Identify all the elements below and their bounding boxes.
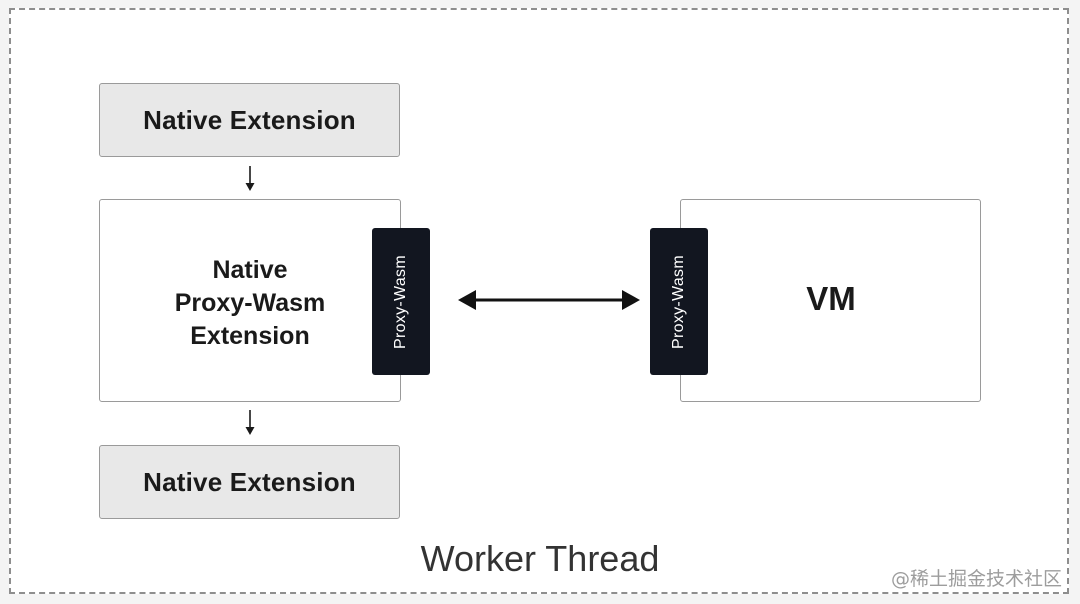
arrow-proxy-to-bottom <box>245 410 255 435</box>
native-extension-top-label: Native Extension <box>143 104 356 135</box>
vm-box: VM <box>680 199 981 402</box>
proxy-extension-line-1: Native <box>212 256 288 284</box>
native-proxy-wasm-extension-box: Native Proxy-Wasm Extension <box>99 199 401 402</box>
worker-thread-label: Worker Thread <box>420 538 660 579</box>
watermark-text: @稀土掘金技术社区 <box>890 568 1062 590</box>
proxy-extension-line-2: Proxy-Wasm <box>174 289 326 317</box>
proxy-wasm-interface-left: Proxy-Wasm <box>372 228 430 375</box>
arrow-top-to-proxy <box>245 166 255 191</box>
native-extension-bottom-box: Native Extension <box>99 445 400 519</box>
proxy-wasm-interface-right: Proxy-Wasm <box>650 228 708 375</box>
native-extension-bottom-label: Native Extension <box>143 466 356 497</box>
native-proxy-wasm-extension-label: Native Proxy-Wasm Extension <box>150 254 350 353</box>
bidirectional-arrow <box>458 290 640 310</box>
proxy-extension-line-3: Extension <box>190 322 310 350</box>
native-extension-top-box: Native Extension <box>99 83 400 157</box>
vm-label: VM <box>806 280 856 317</box>
